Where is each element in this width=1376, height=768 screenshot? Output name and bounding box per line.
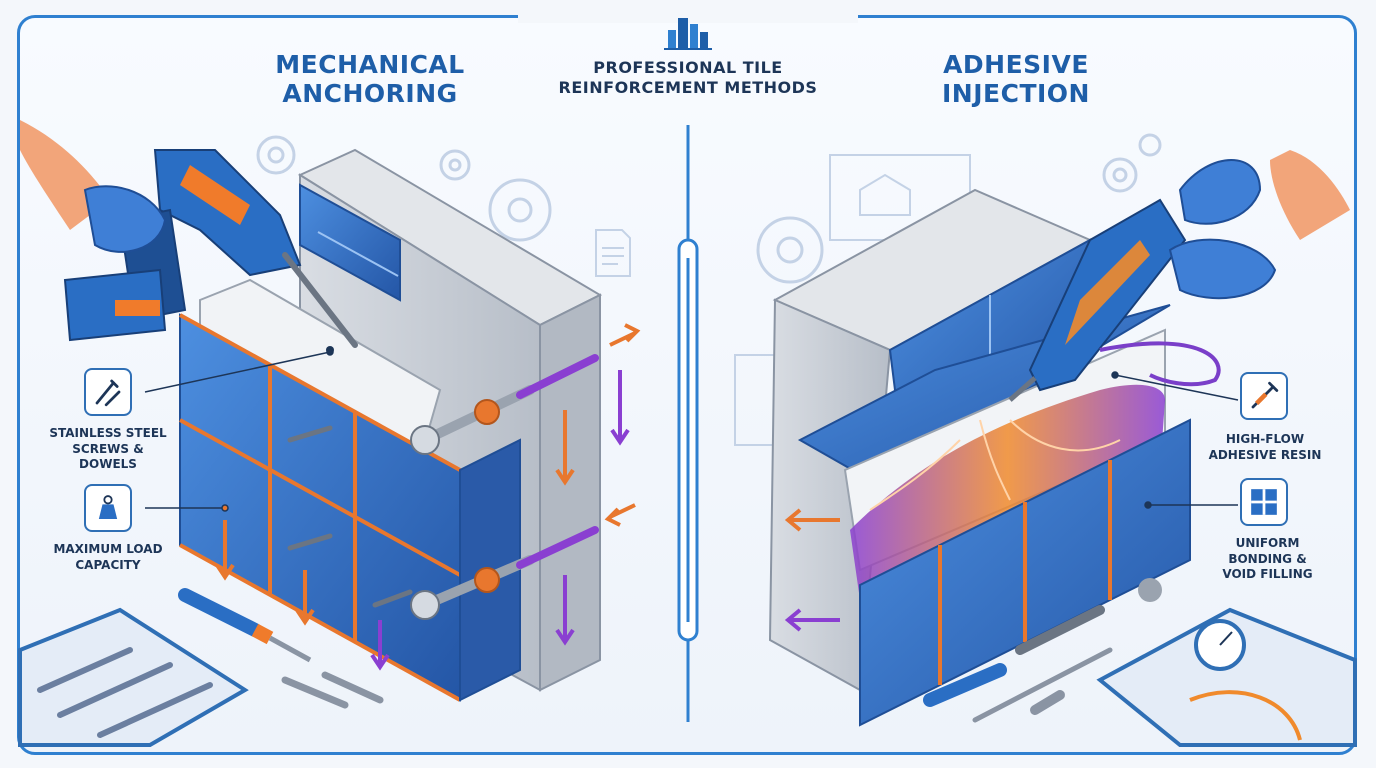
gear-icon xyxy=(756,133,1162,284)
gear-icon xyxy=(256,135,552,242)
load-callout-label: MAXIMUM LOAD CAPACITY xyxy=(53,542,163,572)
syringe-icon xyxy=(1240,372,1288,420)
injection-gun xyxy=(1008,150,1350,402)
resin-callout-label: HIGH-FLOW ADHESIVE RESIN xyxy=(1208,432,1322,462)
page-title: PROFESSIONAL TILE REINFORCEMENT METHODS xyxy=(558,58,818,97)
callout-connector xyxy=(1111,371,1239,509)
screwdriver xyxy=(178,588,312,663)
injection-nozzle xyxy=(923,578,1162,723)
right-title: ADHESIVE INJECTION xyxy=(942,50,1090,108)
tile-grid-icon xyxy=(1240,478,1288,526)
toolbox xyxy=(18,607,249,747)
right-tile-panel xyxy=(859,418,1191,727)
left-title: MECHANICAL ANCHORING xyxy=(275,50,465,108)
screw xyxy=(287,425,413,608)
callout-connector xyxy=(144,348,334,512)
frame-top-gap xyxy=(518,9,858,23)
screws-callout-label: STAINLESS STEEL SCREWS & DOWELS xyxy=(49,426,167,472)
center-divider xyxy=(677,125,699,722)
load-arrow xyxy=(215,323,641,671)
document-icon xyxy=(595,229,631,277)
drill-bit xyxy=(281,671,384,709)
weight-icon xyxy=(84,484,132,532)
dowel-screw xyxy=(410,526,599,620)
bonding-callout-label: UNIFORM BONDING & VOID FILLING xyxy=(1222,536,1313,582)
building-icon xyxy=(664,18,712,50)
power-drill xyxy=(20,120,358,354)
dowel-screw xyxy=(410,354,599,455)
toolbox xyxy=(1096,607,1357,747)
screws-icon xyxy=(84,368,132,416)
flow-arrow xyxy=(784,508,840,632)
left-tile-panel xyxy=(179,313,521,702)
